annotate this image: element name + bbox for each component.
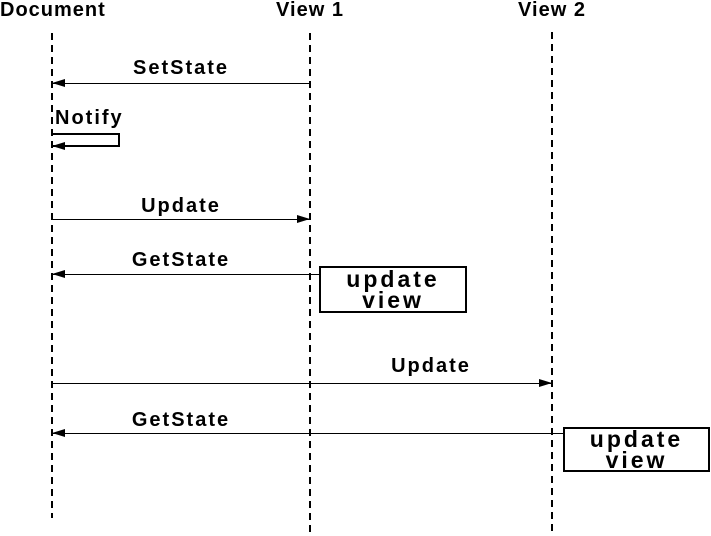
arrow-update1 bbox=[52, 219, 310, 220]
arrow-notify-self-loop bbox=[52, 133, 120, 147]
arrow-getstate1 bbox=[52, 274, 319, 275]
lifeline-head-document: Document bbox=[0, 0, 106, 21]
lifeline-head-view1: View 1 bbox=[276, 0, 344, 21]
arrowhead-right-icon bbox=[539, 379, 552, 387]
note-line-2: view bbox=[362, 286, 424, 313]
note-line-1: update bbox=[589, 425, 684, 452]
note-update-view-1: update view bbox=[319, 266, 467, 313]
message-label-getstate1: GetState bbox=[131, 249, 231, 271]
arrow-update2 bbox=[52, 383, 552, 384]
message-label-getstate2: GetState bbox=[131, 409, 231, 431]
arrow-setstate bbox=[52, 83, 310, 84]
lifeline-view1 bbox=[309, 33, 311, 532]
arrowhead-left-icon bbox=[52, 270, 65, 278]
arrowhead-left-icon bbox=[52, 429, 65, 437]
arrowhead-right-icon bbox=[297, 215, 310, 223]
note-line-2: view bbox=[605, 446, 668, 473]
arrowhead-left-icon bbox=[52, 79, 65, 87]
note-update-view-2: update view bbox=[563, 427, 710, 472]
arrowhead-left-icon bbox=[52, 142, 65, 150]
lifeline-head-view2: View 2 bbox=[518, 0, 586, 21]
note-line-1: update bbox=[346, 265, 440, 292]
message-label-update2: Update bbox=[391, 355, 471, 377]
lifeline-view2 bbox=[551, 32, 553, 536]
arrow-getstate2 bbox=[52, 433, 563, 434]
message-label-setstate: SetState bbox=[132, 57, 230, 79]
message-label-update1: Update bbox=[141, 195, 221, 217]
message-label-notify: Notify bbox=[55, 107, 124, 129]
